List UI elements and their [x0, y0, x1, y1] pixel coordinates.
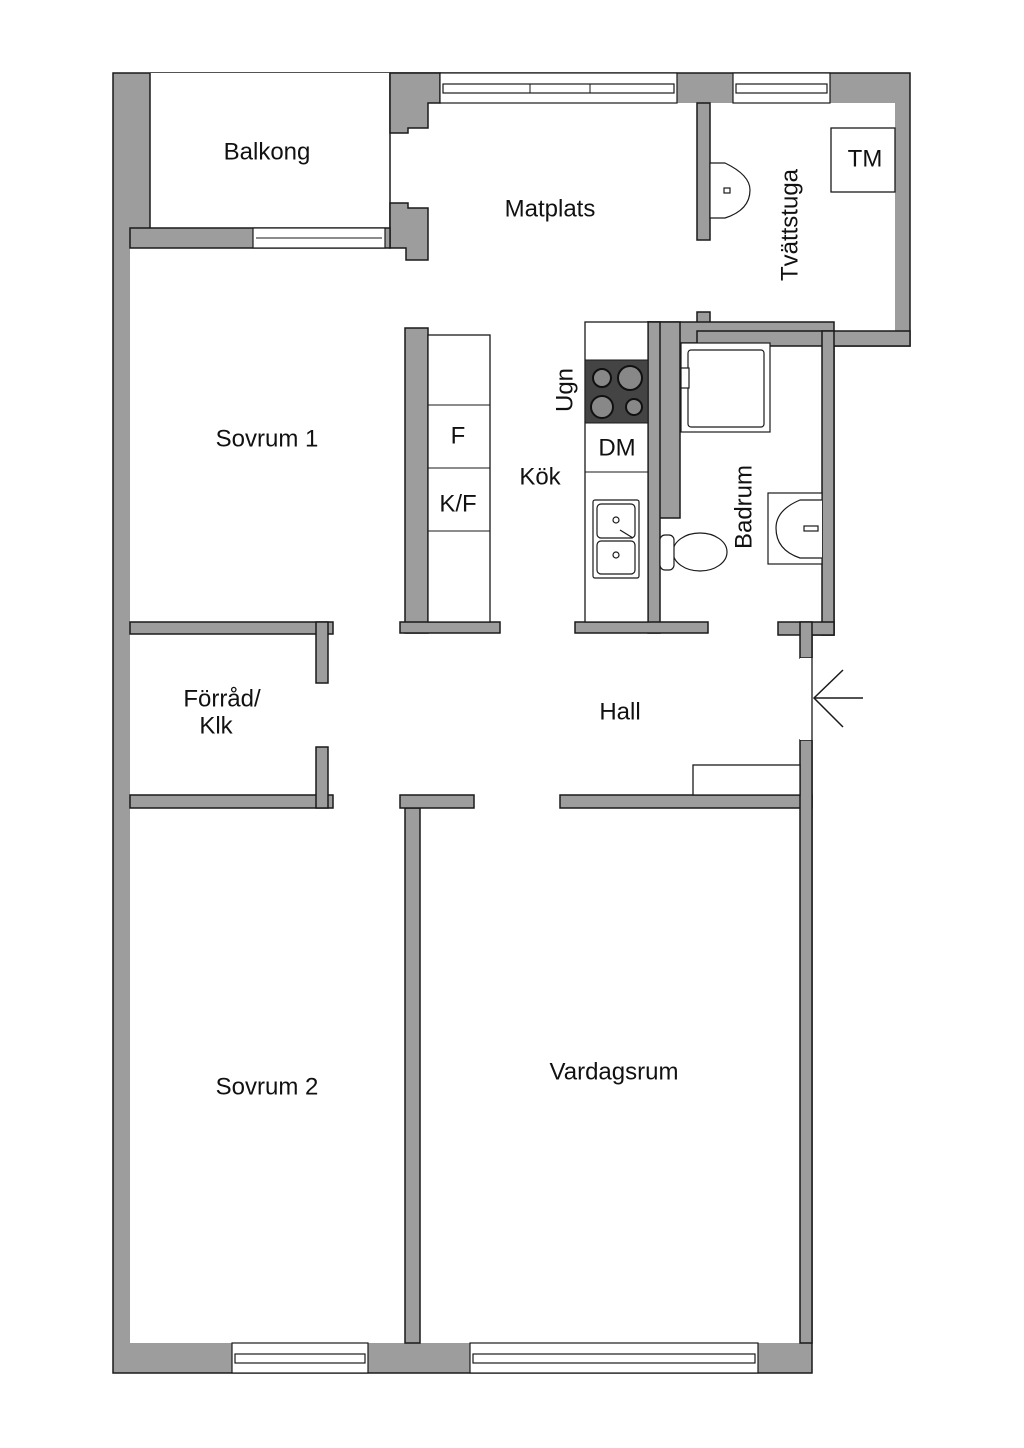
entrance-arrow-icon	[812, 669, 863, 728]
label-kok: Kök	[519, 463, 561, 490]
label-hall: Hall	[599, 698, 640, 725]
fridge-column	[427, 334, 491, 623]
shower-icon	[680, 342, 771, 433]
label-matplats: Matplats	[505, 195, 596, 222]
label-tvattstuga: Tvättstuga	[776, 168, 803, 281]
room-labels: Balkong Matplats Tvättstuga TM Sovrum 1 …	[183, 138, 882, 1100]
label-dm: DM	[598, 434, 635, 461]
label-fridge: F	[451, 422, 466, 449]
label-forrad: Förråd/	[183, 685, 261, 712]
label-tm: TM	[848, 145, 883, 172]
hall-closet	[692, 764, 801, 796]
label-sovrum-1: Sovrum 1	[216, 425, 319, 452]
windows	[231, 72, 831, 1374]
label-badrum: Badrum	[730, 465, 757, 549]
label-ugn: Ugn	[551, 368, 578, 412]
washing-machine	[830, 127, 896, 193]
kitchen-sink-icon	[592, 499, 640, 579]
label-vardagsrum: Vardagsrum	[550, 1058, 679, 1085]
label-klk: Klk	[199, 712, 233, 739]
laundry-sink-icon	[709, 162, 751, 219]
hob-icon	[584, 359, 649, 424]
label-balkong: Balkong	[224, 138, 311, 165]
label-fridge-freezer: K/F	[439, 490, 476, 517]
toilet-icon	[659, 532, 728, 572]
label-sovrum-2: Sovrum 2	[216, 1073, 319, 1100]
bathroom-sink-icon	[767, 492, 823, 565]
